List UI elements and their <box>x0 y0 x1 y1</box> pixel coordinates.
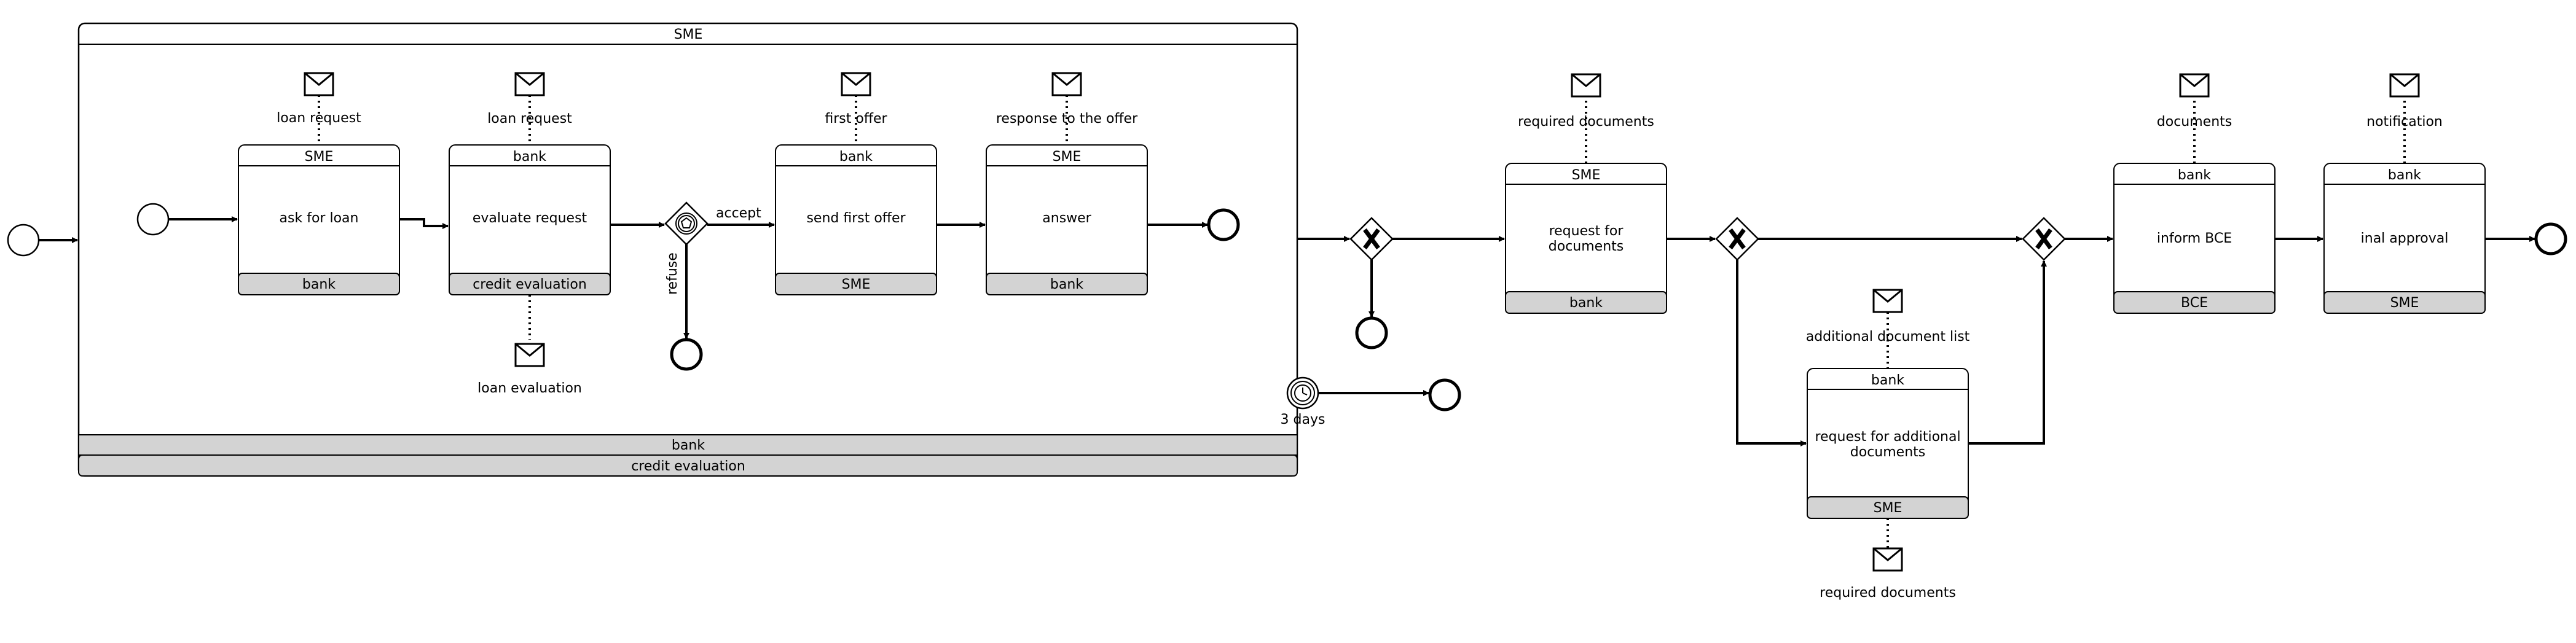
envelope-icon <box>2179 73 2210 98</box>
envelope-icon <box>1571 73 1601 98</box>
message-label: required documents <box>1820 585 1956 601</box>
exclusive-gateway-1[interactable] <box>1349 217 1394 261</box>
x-icon <box>1363 228 1380 250</box>
message-label: documents <box>2157 114 2232 130</box>
subprocess-end-event[interactable] <box>1207 208 1240 241</box>
message-label: additional document list <box>1806 329 1970 345</box>
task-participant-bottom: SME <box>2390 295 2419 311</box>
envelope-icon <box>841 72 871 96</box>
message-label: required documents <box>1518 114 1654 130</box>
envelope-icon <box>514 343 545 367</box>
envelope-icon <box>304 72 334 96</box>
message-response-to-offer[interactable]: response to the offer <box>996 72 1138 127</box>
message-label: loan request <box>487 111 572 127</box>
task-participant-top: bank <box>2388 168 2421 183</box>
message-required-documents-2[interactable]: required documents <box>1820 547 1956 601</box>
task-participant-top: bank <box>513 149 546 165</box>
x-icon <box>1729 228 1746 250</box>
task-name: ask for loan <box>280 211 359 226</box>
task-participant-top: SME <box>305 149 334 165</box>
sequence-flows <box>39 216 2535 446</box>
task-participant-top: SME <box>1572 168 1601 183</box>
exclusive-gateway-2[interactable] <box>1715 217 1759 261</box>
envelope-icon <box>1051 72 1082 96</box>
message-additional-document-list[interactable]: additional document list <box>1806 289 1970 345</box>
task-send-first-offer[interactable]: bank send first offer SME <box>775 144 937 295</box>
task-name: inform BCE <box>2157 231 2232 246</box>
message-label: first offer <box>825 111 887 127</box>
message-label: notification <box>2366 114 2443 130</box>
x-icon <box>2035 228 2052 250</box>
task-name: evaluate request <box>473 211 587 226</box>
exclusive-gateway-3[interactable] <box>2022 217 2066 261</box>
refuse-label: refuse <box>665 252 680 295</box>
message-associations <box>318 95 2406 548</box>
task-final-approval[interactable]: bank inal approval SME <box>2323 163 2486 314</box>
task-name-line-1: request for <box>1549 224 1624 239</box>
timer-boundary-event[interactable]: 3 days <box>1281 376 1325 427</box>
reject-end-event[interactable] <box>1355 316 1388 349</box>
pentagon-icon <box>680 217 693 228</box>
message-loan-request-1[interactable]: loan request <box>277 72 361 126</box>
timer-label: 3 days <box>1281 412 1325 427</box>
task-participant-bottom: BCE <box>2181 295 2208 311</box>
subprocess-band-bank: bank <box>672 438 705 453</box>
task-participant-top: bank <box>839 149 873 165</box>
task-participant-bottom: credit evaluation <box>473 277 587 292</box>
event-based-gateway[interactable] <box>664 201 709 246</box>
task-name-line-2: documents <box>1549 239 1624 254</box>
message-notification[interactable]: notification <box>2366 73 2443 130</box>
task-ask-for-loan[interactable]: SME ask for loan bank <box>238 144 400 295</box>
task-participant-bottom: bank <box>302 277 336 292</box>
task-participant-bottom: SME <box>842 277 871 292</box>
message-required-documents-1[interactable]: required documents <box>1518 73 1654 130</box>
refuse-end-event[interactable] <box>670 338 703 371</box>
task-answer[interactable]: SME answer bank <box>986 144 1148 295</box>
task-name: inal approval <box>2361 231 2449 246</box>
task-name: send first offer <box>806 211 906 226</box>
end-event[interactable] <box>2534 222 2567 255</box>
start-event[interactable] <box>7 224 40 257</box>
task-participant-bottom: bank <box>1569 295 1603 311</box>
task-name: answer <box>1042 211 1091 226</box>
envelope-icon <box>1872 289 1903 313</box>
timeout-end-event[interactable] <box>1428 378 1461 411</box>
message-loan-evaluation[interactable]: loan evaluation <box>477 343 582 396</box>
task-participant-top: bank <box>2178 168 2211 183</box>
envelope-icon <box>514 72 545 96</box>
subprocess-band-2 <box>78 454 1298 477</box>
message-documents[interactable]: documents <box>2157 73 2232 130</box>
task-request-for-additional-documents[interactable]: bank request for additional documents SM… <box>1807 368 1969 519</box>
task-evaluate-request[interactable]: bank evaluate request credit evaluation <box>449 144 611 295</box>
task-participant-bottom: SME <box>1874 501 1903 516</box>
message-loan-request-2[interactable]: loan request <box>487 72 572 127</box>
subprocess-title: SME <box>674 27 703 42</box>
envelope-icon <box>1872 547 1903 572</box>
envelope-icon <box>2389 73 2420 98</box>
subprocess[interactable]: SME bank credit evaluation <box>77 22 1298 477</box>
task-participant-top: SME <box>1053 149 1082 165</box>
accept-label: accept <box>716 206 761 221</box>
message-label: response to the offer <box>996 111 1138 127</box>
message-label: loan evaluation <box>477 381 582 396</box>
subprocess-band-credit-evaluation: credit evaluation <box>631 459 745 474</box>
subprocess-start-event[interactable] <box>136 203 170 236</box>
message-first-offer[interactable]: first offer <box>825 72 888 127</box>
task-participant-bottom: bank <box>1050 277 1083 292</box>
task-request-for-documents[interactable]: SME request for documents bank <box>1505 163 1667 314</box>
task-name-line-2: documents <box>1850 445 1925 460</box>
task-participant-top: bank <box>1871 373 1904 388</box>
task-name-line-1: request for additional <box>1815 429 1960 445</box>
message-label: loan request <box>277 111 361 126</box>
task-inform-bce[interactable]: bank inform BCE BCE <box>2113 163 2276 314</box>
